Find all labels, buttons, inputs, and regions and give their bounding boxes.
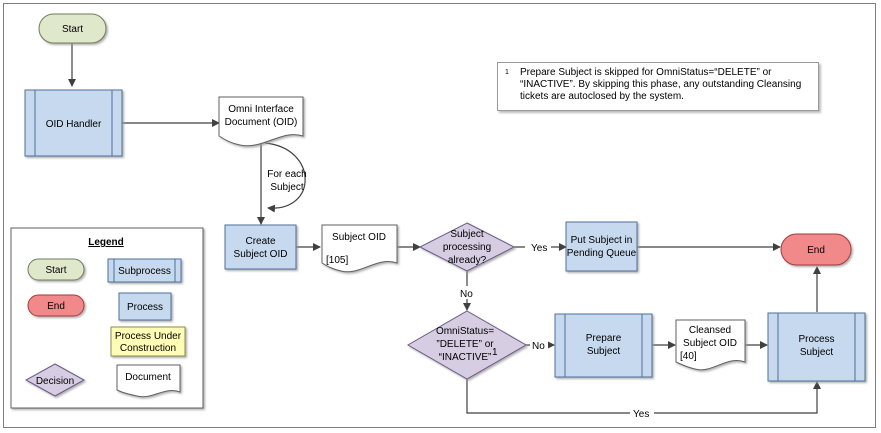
oid-handler-subprocess: OID Handler — [24, 89, 123, 157]
footnote-text: Prepare Subject is skipped for OmniStatu… — [520, 67, 802, 102]
create-subject-line2: Subject OID — [234, 249, 288, 260]
no-label-bg-2 — [530, 339, 548, 352]
pending-queue-line2: Pending Queue — [567, 248, 637, 259]
omni-interface-document: Omni Interface Document (OID) — [218, 96, 304, 147]
legend-start-shape — [27, 258, 85, 281]
footnote-number: 1 — [505, 69, 509, 76]
prepare-subject-subprocess: Prepare Subject — [554, 313, 653, 378]
prepare-subject-line1: Prepare — [586, 333, 622, 344]
no-label-prepare: No — [532, 341, 545, 352]
legend-start-label: Start — [45, 265, 66, 276]
cleansed-oid-line1: Cleansed — [689, 325, 731, 336]
no-label-down: No — [460, 289, 473, 300]
start-node: Start — [38, 13, 107, 44]
oid-handler-label: OID Handler — [46, 119, 102, 130]
no-label-bg — [457, 286, 477, 299]
cleansed-subject-oid-document: Cleansed Subject OID [40] — [675, 319, 746, 371]
diagram-frame — [3, 3, 876, 428]
subject-oid-ref: [105] — [326, 255, 348, 266]
decision-status-line1: OmniStatus= — [436, 326, 494, 337]
legend-document-shape — [116, 364, 181, 398]
subject-oid-label: Subject OID — [332, 232, 386, 243]
legend-document-label: Document — [125, 372, 171, 383]
decision-subject-processing: Subject processing already? — [418, 222, 516, 272]
cleansed-oid-ref: [40] — [680, 351, 697, 362]
pending-queue-line1: Put Subject in — [571, 235, 633, 246]
for-each-line1: For each — [267, 169, 306, 180]
loop-arc — [264, 142, 306, 213]
create-subject-oid-process: Create Subject OID — [224, 224, 297, 270]
legend-decision-label: Decision — [36, 376, 74, 387]
legend-construction-line1: Process Under — [115, 331, 182, 342]
legend-subprocess-shape — [107, 258, 182, 283]
yes-label-bottom: Yes — [633, 409, 649, 420]
prepare-subject-line2: Subject — [587, 346, 621, 357]
legend-construction-shape — [110, 326, 186, 357]
subject-oid-document: Subject OID [105] — [321, 224, 398, 273]
legend-end-shape — [27, 294, 85, 317]
process-subject-subprocess: Process Subject — [767, 312, 866, 382]
decision-status-line2: ”DELETE” or — [436, 339, 494, 350]
cleansed-oid-line2: Subject OID — [683, 338, 737, 349]
yes-label-bg — [525, 240, 551, 253]
legend-construction-line2: Construction — [120, 343, 176, 354]
omni-doc-line1: Omni Interface — [228, 104, 294, 115]
process-subject-line2: Subject — [800, 347, 834, 358]
omni-doc-line2: Document (OID) — [225, 117, 298, 128]
start-label: Start — [62, 24, 83, 35]
legend-decision-shape — [24, 363, 86, 397]
yes-label-bg-2 — [630, 407, 654, 420]
decision-omnistatus: OmniStatus= ”DELETE” or “INACTIVE” 1 — [406, 310, 528, 380]
decision-processing-line1: Subject — [450, 229, 484, 240]
pending-queue-process: Put Subject in Pending Queue — [565, 221, 638, 272]
legend-process-shape — [118, 292, 172, 321]
decision-status-line3: “INACTIVE” — [439, 352, 492, 363]
decision-processing-line3: already? — [448, 255, 487, 266]
legend: Legend Start End Decision Subprocess Pro… — [10, 227, 204, 409]
legend-subprocess-label: Subprocess — [118, 266, 171, 277]
decision-status-footnote: 1 — [492, 347, 498, 358]
process-subject-line1: Process — [798, 334, 834, 345]
end-node: End — [780, 233, 852, 266]
legend-process-label: Process — [127, 302, 163, 313]
decision-processing-line2: processing — [443, 242, 491, 253]
legend-end-label: End — [47, 301, 65, 312]
legend-title: Legend — [88, 237, 124, 248]
yes-label-pending: Yes — [531, 243, 547, 254]
end-label: End — [807, 245, 825, 256]
footnote-note: 1 Prepare Subject is skipped for OmniSta… — [497, 62, 819, 111]
for-each-line2: Subject — [270, 182, 304, 193]
create-subject-line1: Create — [245, 236, 275, 247]
